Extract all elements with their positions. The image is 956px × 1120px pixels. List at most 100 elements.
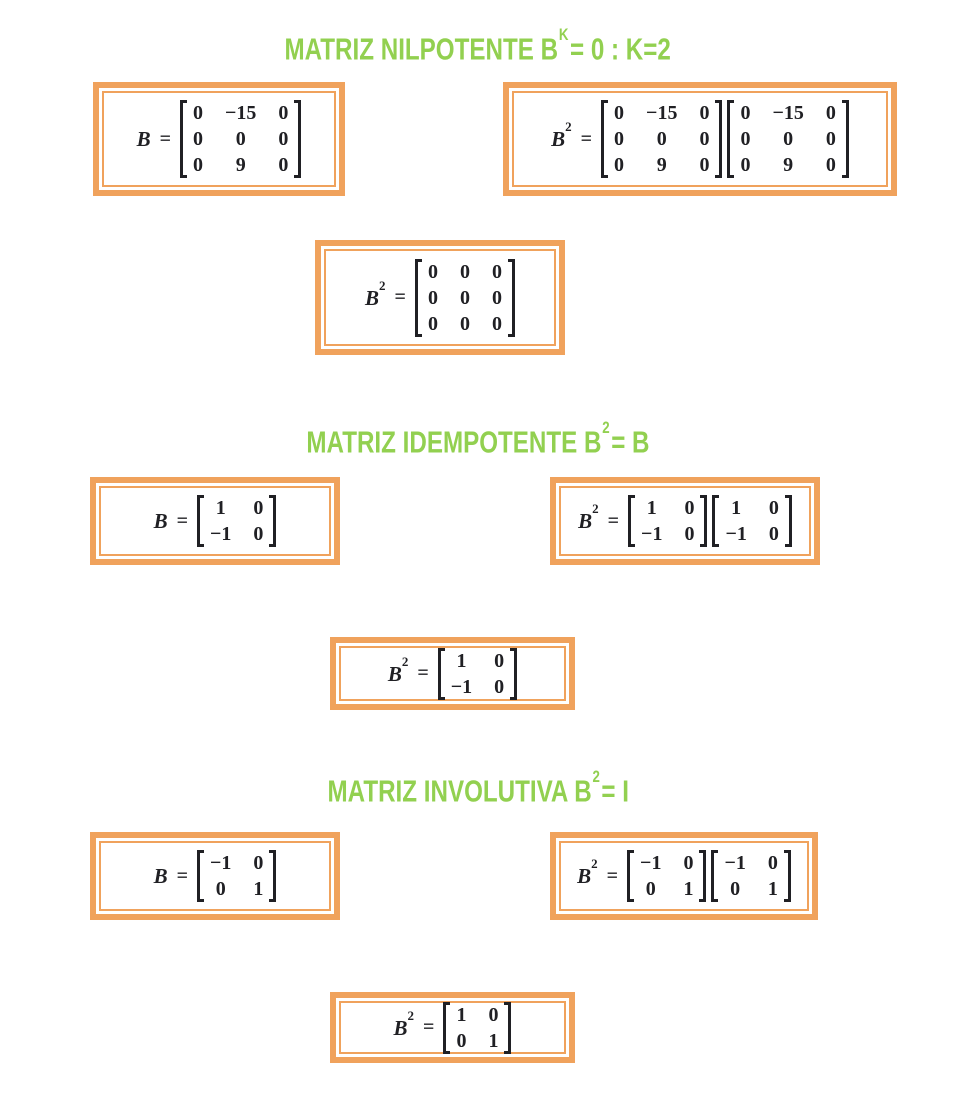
matrix-cell: 0 <box>614 128 625 150</box>
matrix-cell: 0 <box>459 286 470 309</box>
matrix-cell: 0 <box>215 878 226 900</box>
matrix-cell: 0 <box>491 260 502 283</box>
matrix-cell: −1 <box>640 852 662 874</box>
matrix-label: B2 <box>577 856 598 889</box>
left-bracket <box>443 1001 451 1054</box>
matrix-cell: 0 <box>494 649 505 672</box>
heading-superscript: 2 <box>602 418 610 438</box>
matrix-label: B2 <box>387 654 409 687</box>
matrix-symbol: B <box>387 661 402 686</box>
matrix-cell: 0 <box>253 523 264 545</box>
left-bracket <box>628 495 636 547</box>
equals-sign: = <box>580 127 593 150</box>
heading-involutiva: MATRIZ INVOLUTIVA B2= I <box>0 767 956 809</box>
matrix-cell: 0 <box>278 154 289 176</box>
matrix-exponent: 2 <box>565 119 572 134</box>
matrix-symbol: B <box>578 509 593 533</box>
heading-prefix: MATRIZ IDEMPOTENTE B <box>306 424 602 460</box>
equals-sign: = <box>176 864 188 887</box>
matrix-cell: 1 <box>456 649 467 672</box>
right-bracket <box>841 100 849 178</box>
right-bracket <box>700 495 708 547</box>
right-bracket <box>294 100 302 178</box>
heading-text: MATRIZ IDEMPOTENTE B2= B <box>306 418 650 460</box>
heading-suffix: = B <box>611 424 650 460</box>
matrix-cell: 0 <box>768 523 779 545</box>
matrix-cell: −15 <box>646 102 678 124</box>
matrix-label: B2 <box>365 278 386 311</box>
matrix-cell: 0 <box>656 128 667 150</box>
matrix-symbol: B <box>153 864 168 888</box>
left-bracket <box>601 100 609 178</box>
left-bracket <box>197 495 204 547</box>
matrix-cell: 0 <box>740 102 751 124</box>
right-bracket <box>507 258 515 337</box>
matrix-cell: −1 <box>450 675 473 698</box>
equals-sign: = <box>607 509 620 532</box>
matrix-label: B2 <box>578 501 599 534</box>
left-bracket <box>414 258 422 337</box>
matrix-cell: 0 <box>740 128 751 150</box>
matrix-cell: 0 <box>699 128 710 150</box>
matrix-cell: 0 <box>684 497 695 519</box>
heading-suffix: = 0 : K=2 <box>570 31 672 67</box>
heading-nilpotente: MATRIZ NILPOTENTE BK= 0 : K=2 <box>0 25 956 67</box>
matrix-cell: 0 <box>253 497 264 519</box>
matrix-cell: 0 <box>427 260 438 283</box>
left-bracket <box>712 495 720 547</box>
matrix-label: B <box>137 126 151 152</box>
matrix-cell: 0 <box>699 102 710 124</box>
matrix-cell: 1 <box>731 497 742 519</box>
matrix-cell: 0 <box>614 154 625 176</box>
matrix-cell: 0 <box>684 523 695 545</box>
matrix-cell: 1 <box>215 497 226 519</box>
matrix-symbol: B <box>365 285 380 310</box>
matrix-cell: 0 <box>740 154 751 176</box>
matrix-cell: 0 <box>825 128 836 150</box>
matrix-label: B <box>154 508 168 534</box>
matrix-cell: 0 <box>645 878 656 900</box>
left-bracket <box>627 850 635 902</box>
right-bracket <box>269 495 277 547</box>
matrix-cell: −1 <box>724 852 746 874</box>
equals-sign: = <box>176 509 188 532</box>
matrix-cell: 0 <box>699 154 710 176</box>
equals-sign: = <box>423 1016 435 1038</box>
matrix-cell: 0 <box>459 260 470 283</box>
equals-sign: = <box>394 286 406 308</box>
matrix-cell: −15 <box>225 102 257 124</box>
right-bracket <box>699 850 707 902</box>
left-bracket <box>197 850 204 902</box>
heading-prefix: MATRIZ INVOLUTIVA B <box>327 773 592 809</box>
heading-suffix: = I <box>601 773 629 809</box>
matrix-cell: 0 <box>193 154 203 176</box>
matrix-cell: 9 <box>235 154 246 176</box>
matrix-label: B2 <box>394 1008 415 1041</box>
matrix-cell: −15 <box>772 102 804 124</box>
matrix-exponent: 2 <box>591 856 598 871</box>
equals-sign: = <box>417 662 429 684</box>
